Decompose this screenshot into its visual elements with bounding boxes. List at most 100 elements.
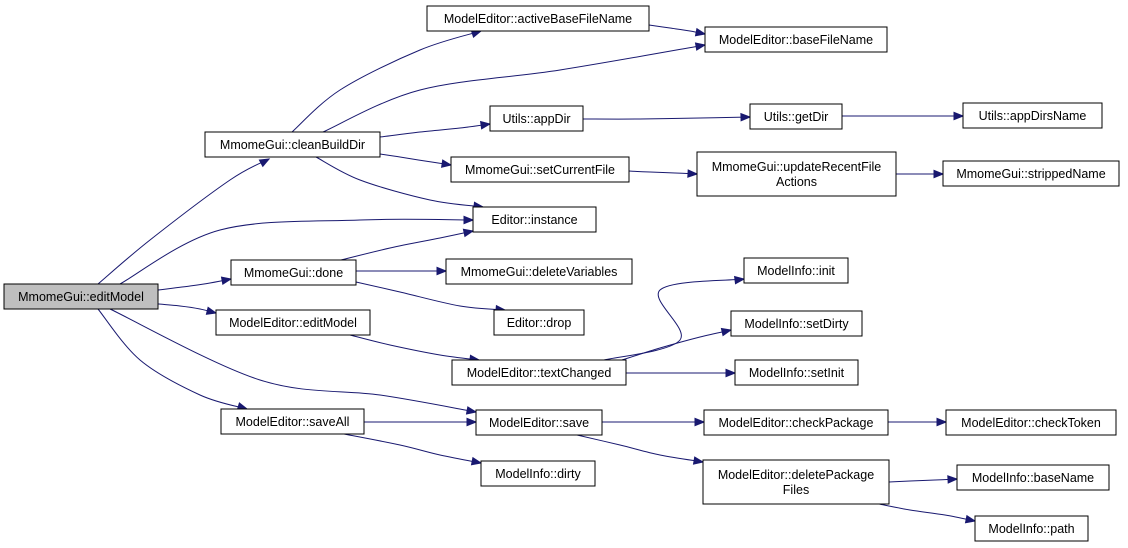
edge-arrowhead bbox=[734, 275, 746, 285]
node-box bbox=[974, 515, 1089, 542]
node-label: Files bbox=[783, 483, 809, 497]
edge-line bbox=[349, 334, 480, 361]
node-box bbox=[472, 206, 597, 233]
edge-line bbox=[878, 503, 976, 522]
node-instance[interactable]: Editor::instance bbox=[472, 206, 597, 233]
edge-cleanBuildDir-to-activeBaseFileName bbox=[291, 29, 483, 133]
node-deleteVariables[interactable]: MmomeGui::deleteVariables bbox=[445, 258, 633, 285]
node-label: ModelInfo::baseName bbox=[972, 471, 1094, 485]
node-label: MmomeGui::cleanBuildDir bbox=[220, 138, 365, 152]
edge-arrowhead bbox=[436, 266, 448, 276]
edge-arrowhead bbox=[480, 120, 492, 130]
node-baseName[interactable]: ModelInfo::baseName bbox=[956, 464, 1110, 491]
node-label: ModelInfo::path bbox=[988, 522, 1074, 536]
node-checkPackage[interactable]: ModelEditor::checkPackage bbox=[703, 409, 889, 436]
edge-saveAll-to-save bbox=[363, 417, 478, 427]
edge-line bbox=[109, 308, 477, 413]
edge-line bbox=[291, 30, 482, 133]
edge-arrowhead bbox=[740, 112, 752, 122]
node-label: ModelEditor::checkPackage bbox=[719, 416, 874, 430]
edge-arrowhead bbox=[687, 169, 699, 178]
node-label: Utils::appDirsName bbox=[979, 109, 1087, 123]
edge-editModelGui-to-instance bbox=[119, 215, 475, 285]
node-checkToken[interactable]: ModelEditor::checkToken bbox=[945, 409, 1117, 436]
edge-arrowhead bbox=[953, 111, 965, 121]
edge-arrowhead bbox=[964, 514, 977, 524]
edge-done-to-deleteVariables bbox=[355, 266, 448, 276]
edge-save-to-checkPackage bbox=[601, 417, 706, 427]
node-box bbox=[942, 160, 1120, 187]
edge-arrowhead bbox=[694, 417, 706, 427]
node-saveAll[interactable]: ModelEditor::saveAll bbox=[220, 408, 365, 435]
edge-deletePackageFiles-to-path bbox=[878, 503, 977, 524]
edge-saveAll-to-dirty bbox=[343, 433, 483, 466]
node-label: MmomeGui::setCurrentFile bbox=[465, 163, 615, 177]
node-label: MmomeGui::strippedName bbox=[956, 167, 1105, 181]
call-edges bbox=[97, 24, 977, 524]
node-box bbox=[204, 131, 381, 158]
node-label: ModelEditor::editModel bbox=[229, 316, 357, 330]
edge-arrowhead bbox=[692, 456, 705, 465]
node-textChanged[interactable]: ModelEditor::textChanged bbox=[451, 359, 627, 386]
edge-editModelGui-to-saveAll bbox=[97, 308, 249, 411]
node-box bbox=[730, 310, 863, 337]
node-label: MmomeGui::editModel bbox=[18, 290, 144, 304]
node-meEditModel[interactable]: ModelEditor::editModel bbox=[215, 309, 371, 336]
node-dirty[interactable]: ModelInfo::dirty bbox=[480, 460, 596, 487]
edge-textChanged-to-setDirty bbox=[621, 327, 733, 361]
node-label: ModelEditor::activeBaseFileName bbox=[444, 12, 632, 26]
node-box bbox=[734, 359, 859, 386]
node-setInit[interactable]: ModelInfo::setInit bbox=[734, 359, 859, 386]
node-setCurrentFile[interactable]: MmomeGui::setCurrentFile bbox=[450, 156, 630, 183]
node-strippedName[interactable]: MmomeGui::strippedName bbox=[942, 160, 1120, 187]
node-editModelGui[interactable]: MmomeGui::editModel bbox=[3, 283, 159, 310]
edge-arrowhead bbox=[258, 158, 271, 168]
node-setDirty[interactable]: ModelInfo::setDirty bbox=[730, 310, 863, 337]
edge-cleanBuildDir-to-setCurrentFile bbox=[379, 153, 453, 168]
edge-arrowhead bbox=[440, 159, 453, 168]
node-label: Editor::instance bbox=[491, 213, 577, 227]
node-appDir[interactable]: Utils::appDir bbox=[489, 105, 584, 132]
node-label: ModelEditor::checkToken bbox=[961, 416, 1101, 430]
node-cleanBuildDir[interactable]: MmomeGui::cleanBuildDir bbox=[204, 131, 381, 158]
edge-textChanged-to-setInit bbox=[626, 368, 737, 378]
edge-line bbox=[343, 433, 482, 464]
edge-arrowhead bbox=[936, 417, 948, 427]
node-init[interactable]: ModelInfo::init bbox=[743, 257, 849, 284]
node-box bbox=[220, 408, 365, 435]
node-box bbox=[696, 151, 897, 197]
node-box bbox=[962, 102, 1103, 129]
node-box bbox=[450, 156, 630, 183]
node-getDir[interactable]: Utils::getDir bbox=[749, 103, 843, 130]
edge-meEditModel-to-textChanged bbox=[349, 334, 481, 364]
node-box bbox=[230, 259, 357, 286]
edge-line bbox=[119, 218, 474, 285]
node-box bbox=[749, 103, 843, 130]
node-box bbox=[945, 409, 1117, 436]
node-save[interactable]: ModelEditor::save bbox=[475, 409, 603, 436]
edge-cleanBuildDir-to-appDir bbox=[379, 120, 492, 138]
node-baseFileName[interactable]: ModelEditor::baseFileName bbox=[704, 26, 888, 53]
node-done[interactable]: MmomeGui::done bbox=[230, 259, 357, 286]
edge-line bbox=[379, 153, 452, 166]
edge-textChanged-to-init bbox=[603, 275, 746, 361]
node-path[interactable]: ModelInfo::path bbox=[974, 515, 1089, 542]
node-label: ModelEditor::textChanged bbox=[467, 366, 612, 380]
edge-arrowhead bbox=[933, 169, 945, 179]
edge-arrowhead bbox=[465, 406, 478, 415]
node-activeBaseFileName[interactable]: ModelEditor::activeBaseFileName bbox=[426, 5, 650, 32]
node-appDirsName[interactable]: Utils::appDirsName bbox=[962, 102, 1103, 129]
node-label: MmomeGui::done bbox=[244, 266, 343, 280]
edge-line bbox=[322, 44, 706, 133]
node-drop[interactable]: Editor::drop bbox=[493, 309, 585, 336]
edge-arrowhead bbox=[205, 306, 218, 315]
node-label: ModelEditor::baseFileName bbox=[719, 33, 873, 47]
node-label: ModelEditor::saveAll bbox=[236, 415, 350, 429]
edge-line bbox=[355, 281, 506, 311]
edge-arrowhead bbox=[720, 327, 733, 337]
node-box bbox=[445, 258, 633, 285]
node-label: ModelInfo::dirty bbox=[495, 467, 581, 481]
